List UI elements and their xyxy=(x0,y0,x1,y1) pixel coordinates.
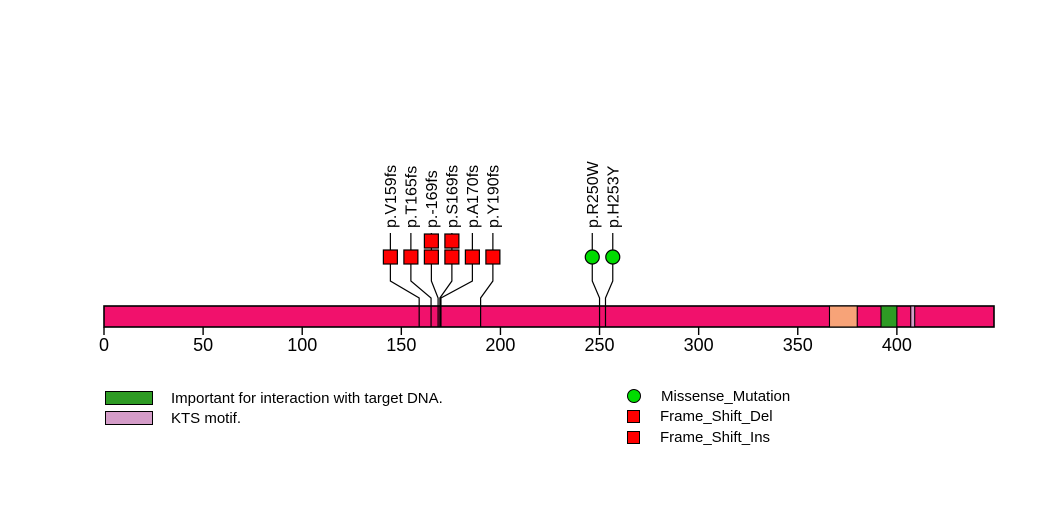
mutation-label: p.-169fs xyxy=(424,170,441,228)
domain-legend-item-dna: Important for interaction with target DN… xyxy=(105,388,443,408)
mutation-marker-square xyxy=(485,249,501,265)
mutation-marker-square xyxy=(464,249,480,265)
axis-tick-label: 400 xyxy=(882,335,912,355)
mutation-legend-item-frameshift-ins: Frame_Shift_Ins xyxy=(627,427,790,448)
mutation-marker-square xyxy=(423,233,439,249)
domain-swatch-dna-interaction xyxy=(105,391,153,405)
mutation-type-legend: Missense_Mutation Frame_Shift_Del Frame_… xyxy=(627,386,790,448)
mutation-marker-square xyxy=(423,249,439,265)
protein-domain-1 xyxy=(880,305,898,328)
mutation-label: p.A170fs xyxy=(465,165,482,228)
axis-tick-label: 300 xyxy=(684,335,714,355)
mutation-marker-circle xyxy=(584,249,600,265)
protein-domain-0 xyxy=(828,305,858,328)
mutation-label: p.H253Y xyxy=(605,165,622,228)
domain-legend-item-kts: KTS motif. xyxy=(105,408,443,428)
axis-tick-label: 350 xyxy=(783,335,813,355)
protein-domain-2 xyxy=(910,305,916,328)
mutation-label: p.V159fs xyxy=(383,165,400,228)
mutation-marker-circle xyxy=(605,249,621,265)
frameshift-del-square-icon xyxy=(627,410,640,424)
axis-tick-label: 250 xyxy=(585,335,615,355)
axis-tick-label: 50 xyxy=(193,335,213,355)
mutation-legend-item-missense: Missense_Mutation xyxy=(627,386,790,407)
axis-tick-label: 200 xyxy=(485,335,515,355)
mutation-label: p.T165fs xyxy=(403,166,420,228)
mutation-legend-label-frameshift-ins: Frame_Shift_Ins xyxy=(660,428,771,446)
mutation-legend-label-frameshift-del: Frame_Shift_Del xyxy=(660,408,773,426)
mutation-marker-square xyxy=(382,249,398,265)
mutation-marker-square xyxy=(403,249,419,265)
domain-legend-label-dna-interaction: Important for interaction with target DN… xyxy=(171,389,443,407)
mutation-marker-square xyxy=(444,249,460,265)
protein-backbone xyxy=(103,305,995,328)
mutation-legend-label-missense: Missense_Mutation xyxy=(661,387,791,405)
frameshift-ins-square-icon xyxy=(627,430,640,444)
missense-circle-icon xyxy=(627,389,641,404)
mutation-label: p.S169fs xyxy=(444,165,461,228)
mutation-label: p.Y190fs xyxy=(485,165,502,228)
mutation-legend-item-frameshift-del: Frame_Shift_Del xyxy=(627,407,790,428)
mutation-label: p.R250W xyxy=(585,160,602,228)
domain-legend-label-kts-motif: KTS motif. xyxy=(171,409,242,427)
mutation-marker-square xyxy=(444,233,460,249)
domain-legend: Important for interaction with target DN… xyxy=(105,388,443,428)
domain-swatch-kts-motif xyxy=(105,411,153,425)
axis-tick-label: 100 xyxy=(287,335,317,355)
axis-tick-label: 0 xyxy=(99,335,109,355)
axis-tick-label: 150 xyxy=(386,335,416,355)
